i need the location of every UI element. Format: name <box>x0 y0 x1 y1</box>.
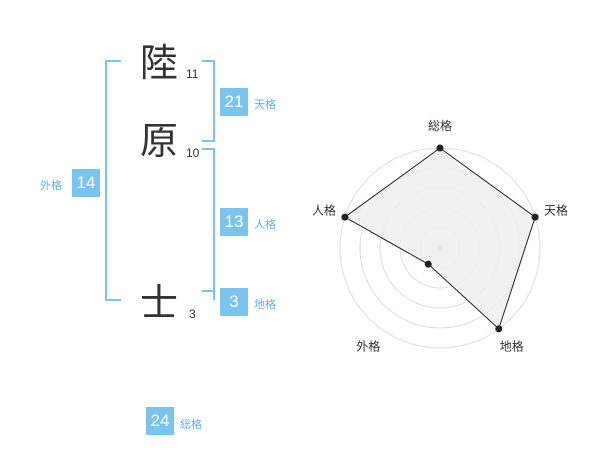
tenkaku-label: 天格 <box>254 98 276 111</box>
radar-axis-label: 総格 <box>428 118 452 133</box>
radar-axis-label: 天格 <box>544 202 568 217</box>
radar-point <box>424 260 432 268</box>
name-char-2: 原 <box>140 119 179 163</box>
gaikaku-bracket <box>105 60 121 301</box>
radar-point <box>341 213 349 221</box>
radar-area <box>343 147 536 330</box>
name-char-1: 陸 <box>140 41 179 85</box>
gaikaku-value: 14 <box>72 169 100 197</box>
tenkaku-value: 21 <box>220 88 248 116</box>
stroke-count-2: 10 <box>186 146 200 160</box>
stroke-count-3: 3 <box>189 307 196 321</box>
chikaku-bracket <box>202 290 215 300</box>
tenkaku-bracket <box>202 60 215 142</box>
radar-axis-label: 外格 <box>356 339 380 354</box>
chikaku-label: 地格 <box>254 298 276 311</box>
name-char-3: 士 <box>140 281 179 325</box>
radar-axis-label: 人格 <box>312 202 336 217</box>
radar-point <box>531 213 539 221</box>
stroke-count-1: 11 <box>186 67 199 81</box>
radar-point <box>495 325 503 333</box>
gaikaku-label: 外格 <box>40 179 62 192</box>
radar-axis-label: 地格 <box>500 339 524 354</box>
jinkaku-value: 13 <box>220 208 248 236</box>
soukaku-value: 24 <box>146 407 174 435</box>
jinkaku-label: 人格 <box>254 218 276 231</box>
radar-series <box>341 144 539 333</box>
chikaku-value: 3 <box>220 288 248 316</box>
radar-point <box>436 144 444 152</box>
soukaku-label: 総格 <box>180 418 202 431</box>
